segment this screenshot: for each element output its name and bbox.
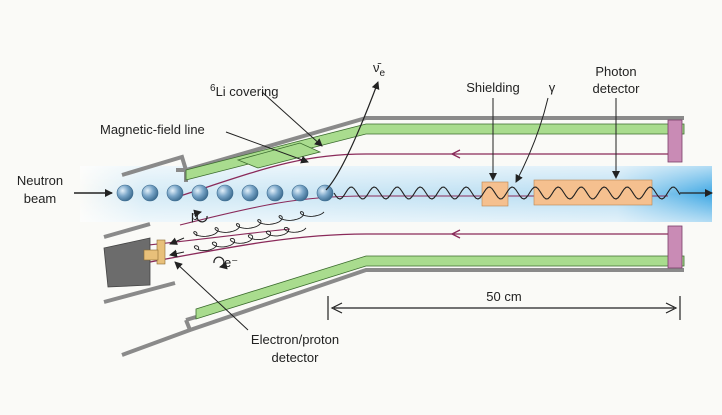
photon-wave bbox=[333, 186, 681, 200]
magnetic-field-line-label: Magnetic-field line bbox=[100, 122, 205, 137]
antineutrino-label: ν̄e bbox=[373, 60, 386, 79]
neutron-beam-label-2: beam bbox=[24, 191, 57, 206]
electron-spiral bbox=[193, 226, 307, 252]
neutron bbox=[191, 184, 209, 202]
proton-label: p bbox=[191, 208, 198, 223]
scale-bar bbox=[327, 296, 681, 320]
proton-spiral bbox=[193, 211, 325, 237]
photon-detector-label-2: detector bbox=[593, 81, 641, 96]
electron-curl-icon bbox=[213, 256, 228, 270]
field-line-upper-arrow bbox=[450, 149, 461, 159]
neutron bbox=[141, 184, 159, 202]
neutron bbox=[166, 184, 184, 202]
neutron bbox=[216, 184, 234, 202]
lower-wall bbox=[121, 268, 684, 357]
electron-proton-detector-label-2: detector bbox=[272, 350, 320, 365]
gamma-label: γ bbox=[549, 80, 556, 95]
lower-inner-wall bbox=[103, 222, 176, 304]
field-line-upper bbox=[179, 153, 668, 197]
antineutrino-track bbox=[325, 81, 380, 191]
shielding-label: Shielding bbox=[466, 80, 520, 95]
field-line-mid bbox=[179, 195, 668, 226]
neutron bbox=[241, 184, 259, 202]
li-covering-label: 6Li covering bbox=[210, 83, 278, 99]
neutron bbox=[291, 184, 309, 202]
lower-end-cap bbox=[667, 225, 683, 269]
neutron bbox=[116, 184, 134, 202]
scale-label: 50 cm bbox=[486, 289, 521, 304]
upper-li-covering-tip bbox=[236, 142, 322, 169]
detector-housing bbox=[103, 237, 151, 288]
neutrons-group bbox=[116, 184, 334, 202]
neutron bbox=[266, 184, 284, 202]
electron-label: e⁻ bbox=[224, 255, 238, 270]
electron-proton-detector-label: Electron/proton bbox=[251, 332, 339, 347]
lower-li-covering bbox=[195, 255, 685, 320]
upper-end-cap bbox=[667, 119, 683, 163]
photon-detector-block bbox=[533, 179, 653, 206]
neutron bbox=[316, 184, 334, 202]
neutron-beam-label: Neutron bbox=[17, 173, 63, 188]
field-line-lower bbox=[149, 233, 668, 263]
photon-detector-label: Photon bbox=[595, 64, 636, 79]
proton-curl-icon bbox=[193, 209, 208, 223]
field-line-lower-arrow bbox=[450, 229, 461, 239]
